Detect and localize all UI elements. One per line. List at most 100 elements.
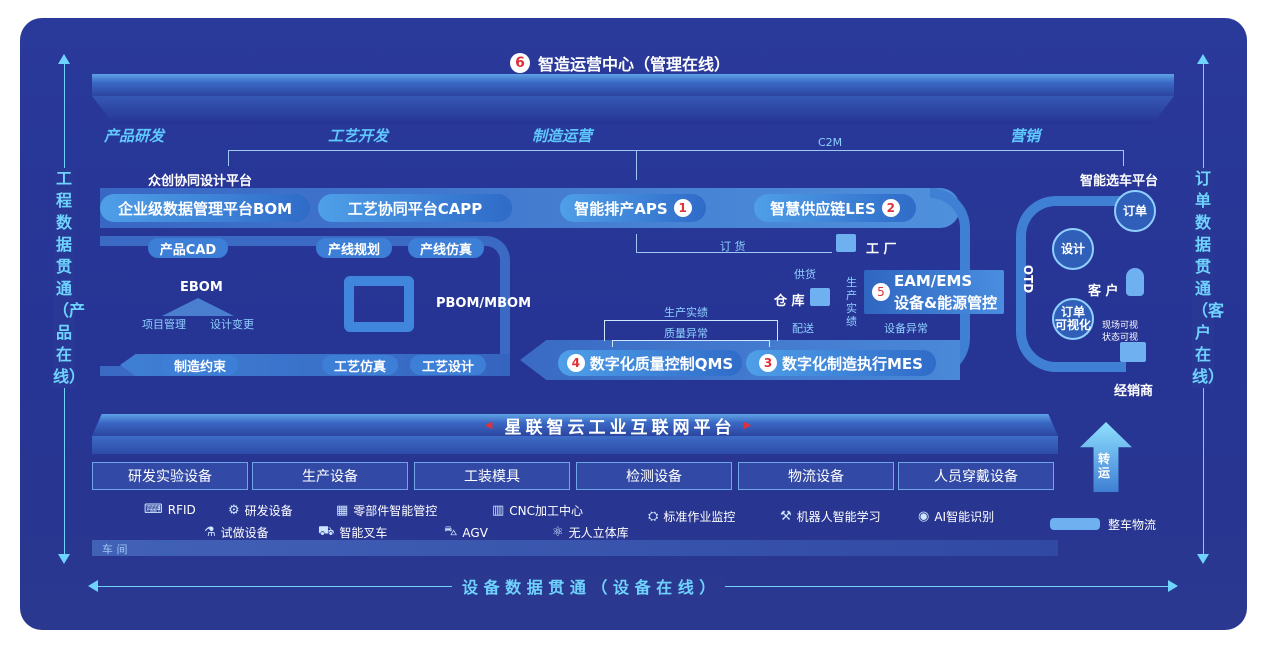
order-line-h — [636, 252, 832, 253]
forklift-icon: ⛟ — [318, 524, 335, 539]
trial-equipment-icon: ⚗ — [204, 525, 216, 540]
bom-platform-label: 企业级数据管理平台BOM — [117, 199, 293, 218]
capp-platform[interactable]: 工艺协同平台CAPP — [318, 194, 512, 222]
qms-module[interactable]: 4 数字化质量控制QMS — [558, 350, 742, 376]
rd-equipment-icon: ⚙ — [228, 503, 240, 518]
design-platform-label: 众创协同设计平台 — [148, 174, 253, 189]
ebom-design-change: 设计变更 — [210, 318, 254, 331]
c2m-drop-left — [228, 150, 229, 166]
eam-module[interactable]: 5 EAM/EMS 设备&能源管控 — [864, 270, 1004, 314]
management-band — [92, 74, 1174, 96]
category-logistics[interactable]: 物流设备 — [738, 462, 894, 490]
device-cnc: ▥ CNC加工中心 — [492, 503, 584, 518]
bom-platform[interactable]: 企业级数据管理平台BOM — [100, 194, 310, 222]
les-module-label: 智慧供应链LES — [770, 199, 876, 218]
aps-module[interactable]: 智能排产APS 1 — [560, 194, 706, 222]
top-title: 6 智造运营中心（管理在线） — [510, 52, 770, 74]
dealer-icon — [1120, 342, 1146, 362]
mes-module[interactable]: 3 数字化制造执行MES — [746, 350, 936, 376]
logistics-label: 整车物流 — [1108, 518, 1157, 532]
c2m-drop-mid — [636, 150, 637, 180]
category-production-equipment[interactable]: 生产设备 — [252, 462, 408, 490]
platform-band — [92, 414, 1058, 436]
device-robot: ⚒ 机器人智能学习 — [780, 509, 881, 524]
les-module-number: 2 — [881, 199, 900, 217]
top-title-number: 6 — [510, 53, 530, 73]
warehouse-icon — [810, 288, 830, 306]
right-vertical-up-arrow-icon — [1197, 54, 1209, 64]
pbom-label: PBOM/MBOM — [436, 296, 532, 311]
visual-note-2: 状态可视 — [1102, 333, 1139, 343]
device-trial: ⚗ 试做设备 — [204, 525, 269, 540]
robot-icon: ⚒ — [780, 509, 792, 524]
qms-module-number: 4 — [566, 354, 585, 372]
standard-work-icon: ⛭ — [648, 509, 659, 524]
feedback-box — [604, 320, 778, 341]
stage-marketing: 营销 — [1010, 127, 1041, 145]
order-circle[interactable]: 订单 — [1114, 190, 1156, 232]
device-agv: ⛍ AGV — [444, 524, 488, 540]
bottom-text: 设 备 数 据 贯 通 （ 设 备 在 线 ） — [452, 574, 726, 598]
bottom-left-arrow-icon — [88, 580, 98, 592]
production-performance-label: 生产实绩 — [664, 306, 708, 319]
line-planning[interactable]: 产线规划 — [316, 238, 392, 258]
capp-platform-label: 工艺协同平台CAPP — [347, 199, 483, 218]
workshop-label: 车 间 — [102, 543, 128, 556]
production-line-text: 生 产 实 绩 — [846, 276, 857, 328]
left-vertical-up-arrow-icon — [58, 54, 70, 64]
factory-label: 工 厂 — [866, 242, 897, 257]
warehouse-label: 仓 库 — [774, 294, 805, 309]
category-inspection[interactable]: 检测设备 — [576, 462, 732, 490]
ai-recognition-icon: ◉ — [918, 509, 930, 524]
design-circle[interactable]: 设计 — [1052, 228, 1094, 270]
aps-module-number: 1 — [673, 199, 692, 217]
order-visual-label: 订单 可视化 — [1054, 305, 1091, 332]
device-forklift: ⛟ 智能叉车 — [318, 524, 388, 540]
supply-label: 供货 — [794, 268, 816, 281]
line-simulation[interactable]: 产线仿真 — [408, 238, 484, 258]
platform-right-arrow-icon: ▶ — [743, 419, 756, 431]
stage-process: 工艺开发 — [328, 127, 389, 145]
eam-module-number: 5 — [872, 283, 890, 301]
feedback-box-inner — [612, 340, 770, 347]
workshop-strip — [92, 540, 1058, 556]
factory-icon — [836, 234, 856, 252]
category-wearables[interactable]: 人员穿戴设备 — [898, 462, 1054, 490]
otd-label: OTD — [1021, 264, 1036, 294]
otd-loop — [1016, 196, 1126, 372]
rfid-icon: ⌨ — [144, 502, 163, 517]
transfer-label: 转 运 — [1098, 452, 1111, 480]
customer-icon — [1126, 268, 1144, 296]
platform-left-arrow-icon: ◀ — [484, 419, 497, 431]
order-label: 订 货 — [720, 240, 746, 253]
agv-icon: ⛍ — [444, 524, 458, 539]
stage-rd: 产品研发 — [104, 127, 165, 145]
management-band-shade — [92, 96, 1174, 124]
platform-title-text: 星联智云工业互联网平台 — [504, 417, 736, 438]
eam-line2: 设备&能源管控 — [894, 294, 998, 312]
right-vertical-text: 订单数据贯通（客户在线） — [1192, 168, 1225, 388]
bottom-right-arrow-icon — [1168, 580, 1178, 592]
manufacturing-constraint[interactable]: 制造约束 — [162, 355, 238, 375]
process-design[interactable]: 工艺设计 — [410, 355, 486, 375]
cycle-icon — [344, 276, 414, 332]
process-simulation[interactable]: 工艺仿真 — [322, 355, 398, 375]
equipment-abnormal-label: 设备异常 — [884, 322, 928, 335]
c2m-drop-right — [1123, 150, 1124, 166]
category-tooling[interactable]: 工装模具 — [414, 462, 570, 490]
dealer-label: 经销商 — [1114, 384, 1154, 399]
product-cad[interactable]: 产品CAD — [148, 238, 228, 258]
stereo-warehouse-icon: ⚛ — [552, 525, 564, 540]
category-rd-equipment[interactable]: 研发实验设备 — [92, 462, 248, 490]
platform-title: ◀ 星联智云工业互联网平台 ▶ — [460, 414, 780, 438]
visual-note-1: 现场可视 — [1102, 321, 1139, 331]
qms-module-label: 数字化质量控制QMS — [589, 354, 734, 373]
les-module[interactable]: 智慧供应链LES 2 — [754, 194, 916, 222]
c2m-line — [228, 150, 1124, 151]
car-select-label: 智能选车平台 — [1080, 174, 1159, 189]
left-vertical-down-arrow-icon — [58, 554, 70, 564]
c2m-label: C2M — [818, 136, 843, 149]
order-visual-circle[interactable]: 订单 可视化 — [1052, 298, 1094, 340]
ebom-title: EBOM — [180, 280, 223, 295]
order-line — [636, 234, 637, 252]
